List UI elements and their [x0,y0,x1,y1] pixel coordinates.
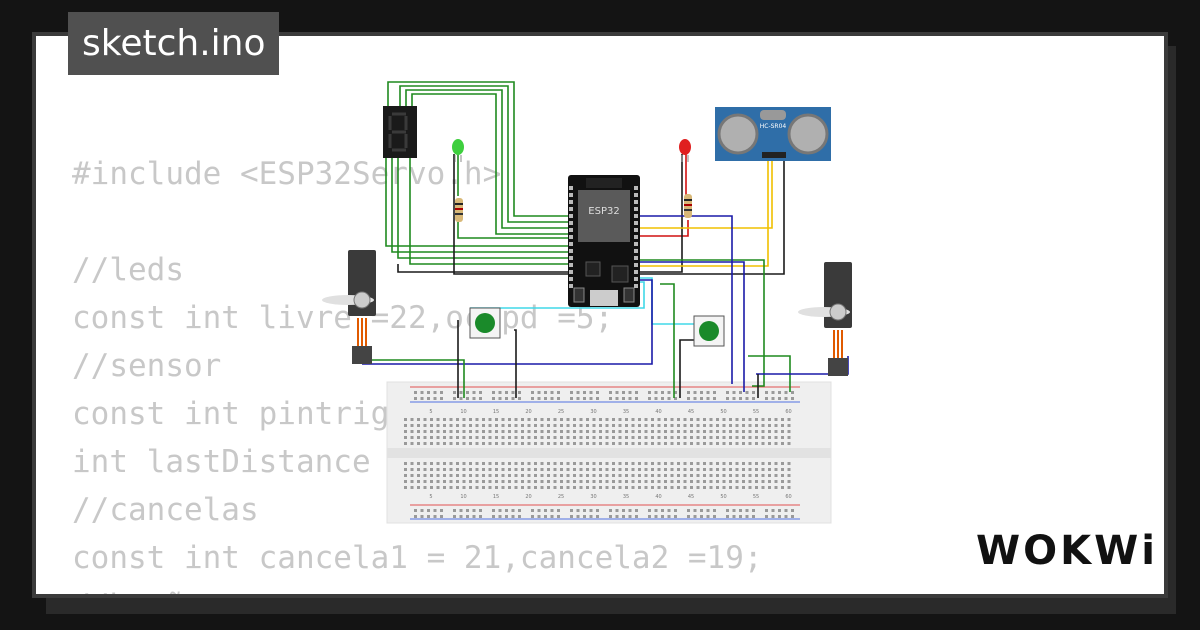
servo-motor [798,262,852,376]
breadboard-column-label: 50 [720,409,726,415]
breadboard-column-label: 20 [525,409,531,415]
wokwi-logo: WOKWi [976,528,1158,574]
mcu-label: ESP32 [588,206,619,217]
breadboard-column-label: 10 [460,409,466,415]
led-red [679,139,691,162]
resistor [684,194,692,218]
file-tab: sketch.ino [68,12,280,75]
breadboard-column-label: 60 [785,494,791,500]
resistor [455,198,463,222]
sensor-label: HC-SR04 [760,123,787,130]
breadboard-column-label: 35 [623,409,629,415]
code-line: const int cancela1 = 21,cancela2 =19; [72,540,763,576]
breadboard-column-label: 15 [493,494,499,500]
breadboard-column-label: 5 [429,494,432,500]
breadboard: 5 10 15 20 25 30 35 40 45 50 55 60 5 10 15 20 25 30 35 40 4… [386,381,832,524]
code-line: int lastDistance [72,444,371,480]
breadboard-column-label: 30 [590,409,596,415]
breadboard-column-label: 35 [623,494,629,500]
code-line: //cancelas [72,492,259,528]
servo-motor [322,250,376,364]
breadboard-column-label: 10 [460,494,466,500]
seven-segment-display [383,106,417,158]
code-line: //botões [72,582,763,594]
breadboard-column-label: 55 [753,494,759,500]
breadboard-column-label: 25 [558,494,564,500]
code-line: //leds [72,252,184,288]
breadboard-column-label: 30 [590,494,596,500]
breadboard-column-label: 15 [493,409,499,415]
breadboard-column-label: 60 [785,409,791,415]
breadboard-column-label: 45 [688,494,694,500]
breadboard-column-label: 55 [753,409,759,415]
breadboard-column-label: 20 [525,494,531,500]
code-line: const int pintrig [72,396,390,432]
breadboard-column-label: 50 [720,494,726,500]
push-button [469,307,501,339]
push-button [693,315,725,347]
breadboard-column-label: 25 [558,409,564,415]
breadboard-column-label: 5 [429,409,432,415]
esp32-board: ESP32 [568,175,640,307]
ultrasonic-sensor: HC-SR04 [715,107,831,161]
led-green [452,139,464,162]
breadboard-column-label: 40 [655,494,661,500]
breadboard-column-label: 45 [688,409,694,415]
wires [362,81,849,398]
code-line: //sensor [72,348,222,384]
breadboard-column-label: 40 [655,409,661,415]
